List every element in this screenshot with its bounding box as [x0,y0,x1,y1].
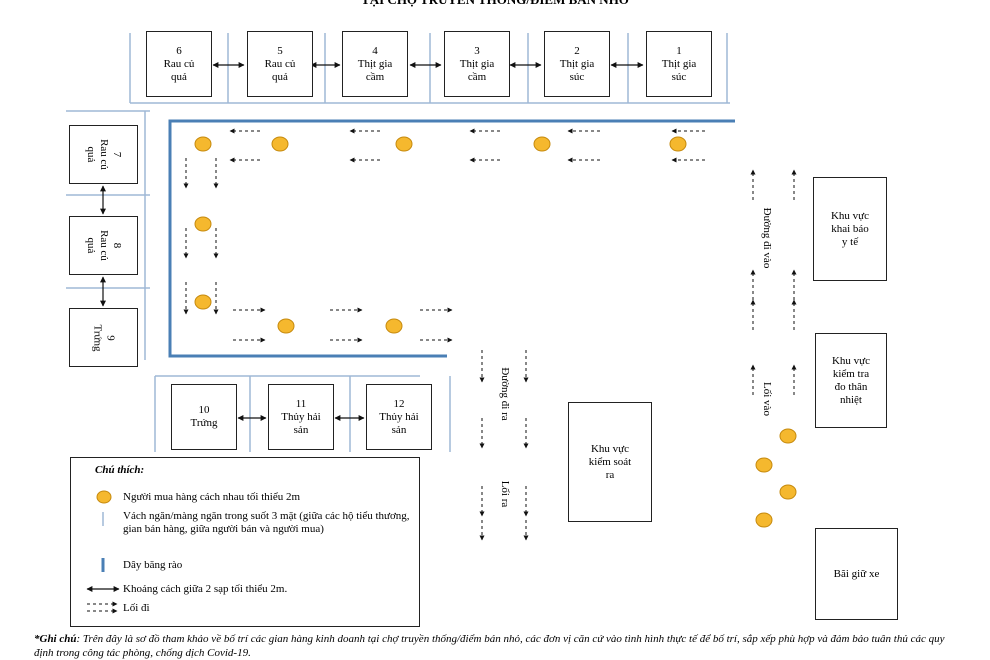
medical-declaration-zone: Khu vực khai báo y tế [813,177,887,281]
buyer-dots [194,136,797,528]
stall-11-label: 11 Thủy hải sản [281,397,321,436]
stall-10-label: 10 Trứng [190,404,218,429]
footnote: *Ghi chú: Trên đây là sơ đồ tham khảo về… [34,632,964,660]
legend-buyer-text: Người mua hàng cách nhau tối thiểu 2m [123,491,301,503]
legend-header: Chú thích: [95,464,145,476]
buyer-dot [277,318,295,334]
buyer-dot [194,136,212,152]
legend-distance-text: Khoảng cách giữa 2 sạp tối thiểu 2m. [123,583,288,595]
road-out-label: Đường đi ra [499,367,511,421]
buyer-dot [669,136,687,152]
tape-barrier-line [168,119,735,358]
stall-6-label: 6 Rau củ quả [163,44,195,83]
stall-6: 6 Rau củ quả [146,31,212,97]
stall-5: 5 Rau củ quả [247,31,313,97]
temperature-check-zone: Khu vực kiểm tra đo thân nhiệt [815,333,887,428]
stall-12-label: 12 Thủy hải sản [379,397,419,436]
tape-barrier [168,119,735,358]
stall-9-label: 9 Trứng [91,324,117,351]
buyer-dot [395,136,413,152]
stall-7-label: 7 Rau củ quả [84,139,123,170]
stall-8: 8 Rau củ quả [69,216,138,275]
stall-10: 10 Trứng [171,384,237,450]
diagram-title: TẠI CHỢ TRUYỀN THỐNG/ĐIỂM BÁN NHỎ [0,0,990,8]
exit-control-zone: Khu vực kiểm soát ra [568,402,652,522]
stall-11: 11 Thủy hải sản [268,384,334,450]
parking-zone: Bãi giữ xe [815,528,898,620]
stall-7: 7 Rau củ quả [69,125,138,184]
buyer-dot [271,136,289,152]
buyer-dot [194,294,212,310]
stall-2: 2 Thịt gia súc [544,31,610,97]
walkway-arrows [183,128,797,541]
exit-label: Lối ra [499,480,511,508]
buyer-dot [755,457,773,473]
parking-label: Bãi giữ xe [833,567,880,580]
legend-walkway-text: Lối đi [123,602,150,614]
stall-4-label: 4 Thịt gia cầm [357,44,393,83]
stall-8-label: 8 Rau củ quả [84,230,123,261]
buyer-dot [779,428,797,444]
footnote-prefix: *Ghi chú [34,633,77,645]
stall-3-label: 3 Thịt gia cầm [459,44,495,83]
stall-2-label: 2 Thịt gia súc [559,44,595,83]
buyer-dot [194,216,212,232]
stall-3: 3 Thịt gia cầm [444,31,510,97]
stall-5-label: 5 Rau củ quả [264,44,296,83]
road-in-label: Đường đi vào [761,207,773,269]
stall-12: 12 Thủy hải sản [366,384,432,450]
buyer-dot [755,512,773,528]
buyer-dot [533,136,551,152]
temperature-zone-label: Khu vực kiểm tra đo thân nhiệt [831,354,871,406]
partition-lines [66,33,730,452]
legend: Chú thích: Người mua hàng cách nhau tối … [70,457,420,627]
stall-9: 9 Trứng [69,308,138,367]
medical-zone-label: Khu vực khai báo y tế [830,209,870,248]
legend-tape-text: Dây băng rào [123,559,183,571]
distance-arrows [100,62,644,421]
stall-1: 1 Thịt gia súc [646,31,712,97]
stall-1-label: 1 Thịt gia súc [661,44,697,83]
buyer-dot [385,318,403,334]
stall-4: 4 Thịt gia cầm [342,31,408,97]
exit-control-label: Khu vực kiểm soát ra [588,442,632,481]
legend-buyer-dot [96,490,112,504]
legend-symbols [86,490,120,614]
buyer-dot [779,484,797,500]
footnote-text: : Trên đây là sơ đồ tham khảo về bố trí … [34,633,945,659]
entrance-label: Lối vào [761,382,773,416]
legend-partition-text: Vách ngăn/màng ngăn trong suốt 3 mặt (gi… [123,510,410,535]
